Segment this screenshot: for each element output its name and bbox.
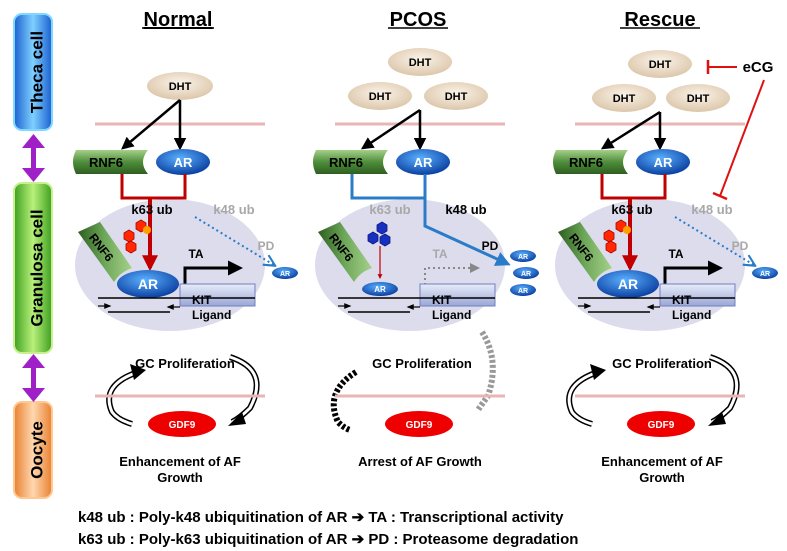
panel-rescue: Rescue DHT DHT DHT eCG RNF6 AR k63 ub k4…	[553, 9, 778, 485]
ar-bound-label: AR	[138, 276, 158, 292]
k48-ub-label: k48 ub	[445, 202, 486, 217]
k63-ub-label: k63 ub	[369, 202, 410, 217]
ecg-label: eCG	[743, 59, 774, 76]
dht-label: DHT	[409, 57, 432, 69]
gc-proliferation-label: GC Proliferation	[135, 356, 235, 371]
double-arrow-theca-granulosa	[22, 134, 45, 182]
rnf6-label: RNF6	[329, 155, 363, 170]
pd-label: PD	[258, 239, 275, 253]
ta-label: TA	[668, 247, 683, 261]
ar-bound-label: AR	[618, 276, 638, 292]
dht-label: DHT	[649, 59, 672, 71]
pd-label: PD	[482, 239, 499, 253]
kit-label: KIT	[672, 293, 692, 307]
theca-cell-label: Theca cell	[27, 31, 46, 113]
kit-label: KIT	[432, 293, 452, 307]
outcome-label-line1: Enhancement of AF	[119, 454, 241, 469]
k63-ubiquitin-chain	[123, 219, 147, 254]
kit-label: KIT	[192, 293, 212, 307]
theca-cell-bar	[13, 13, 53, 131]
dht-label: DHT	[369, 91, 392, 103]
ta-label: TA	[432, 247, 447, 261]
dht-label: DHT	[687, 93, 710, 105]
ar-label: AR	[174, 155, 193, 170]
panel-pcos: PCOS DHT DHT DHT RNF6 AR k63 ub k48 ub R…	[313, 9, 539, 469]
svg-text:AR: AR	[518, 288, 528, 295]
k48-ub-label: k48 ub	[691, 202, 732, 217]
svg-text:AR: AR	[518, 254, 528, 261]
gdf9-label: GDF9	[648, 420, 675, 431]
ar-degraded	[272, 267, 298, 279]
legend: k48 ub : Poly-k48 ubiquitination of AR ➔…	[78, 509, 578, 548]
panel-normal: Normal DHT RNF6 AR k63 ub k48 ub RNF6 AR	[73, 9, 298, 485]
k48-ubiquitin-chain	[367, 221, 391, 247]
oocyte-bar	[13, 401, 53, 499]
ar-protein	[156, 149, 210, 175]
ar-label: AR	[414, 155, 433, 170]
rnf6-label: RNF6	[569, 155, 603, 170]
rnf6-label: RNF6	[89, 155, 123, 170]
ligand-label: Ligand	[192, 308, 231, 322]
ligand-label: Ligand	[432, 308, 471, 322]
panel-title-pcos: PCOS	[390, 9, 447, 31]
ar-label: AR	[654, 155, 673, 170]
rnf6-protein	[73, 150, 148, 174]
ta-label: TA	[188, 247, 203, 261]
dht-label: DHT	[613, 93, 636, 105]
granulosa-cell-bar	[13, 182, 53, 354]
side-labels: Theca cell Granulosa cell Oocyte	[13, 13, 53, 499]
legend-line-2: k63 ub : Poly-k63 ubiquitination of AR ➔…	[78, 531, 578, 548]
double-arrow-granulosa-oocyte	[22, 354, 45, 402]
oocyte-label: Oocyte	[27, 421, 46, 479]
kit-gene	[179, 283, 256, 307]
gc-proliferation-label: GC Proliferation	[612, 356, 712, 371]
gdf9-molecule	[148, 411, 216, 437]
ar-bound	[117, 270, 179, 298]
gc-proliferation-label: GC Proliferation	[372, 356, 472, 371]
svg-text:AR: AR	[760, 271, 770, 278]
ar-bound-label: AR	[374, 285, 386, 294]
dht-molecule	[147, 72, 213, 100]
panel-title-rescue: Rescue	[624, 9, 695, 31]
ligand-label: Ligand	[672, 308, 711, 322]
k48-ub-label: k48 ub	[213, 202, 254, 217]
outcome-label-line2: Growth	[639, 470, 685, 485]
outcome-label-line2: Growth	[157, 470, 203, 485]
legend-line-1: k48 ub : Poly-k48 ubiquitination of AR ➔…	[78, 509, 564, 526]
gdf9-label: GDF9	[169, 420, 196, 431]
outcome-label-line1: Enhancement of AF	[601, 454, 723, 469]
dht-label: DHT	[169, 81, 192, 93]
k63-ub-label: k63 ub	[131, 202, 172, 217]
panel-title-normal: Normal	[144, 9, 213, 31]
gdf9-label: GDF9	[406, 420, 433, 431]
rnf6-bound	[78, 222, 132, 282]
svg-text:AR: AR	[280, 271, 290, 278]
dht-label: DHT	[445, 91, 468, 103]
outcome-label-line1: Arrest of AF Growth	[358, 454, 482, 469]
svg-text:AR: AR	[521, 271, 531, 278]
pd-label: PD	[732, 239, 749, 253]
granulosa-cell-label: Granulosa cell	[27, 209, 46, 326]
k63-ub-label: k63 ub	[611, 202, 652, 217]
